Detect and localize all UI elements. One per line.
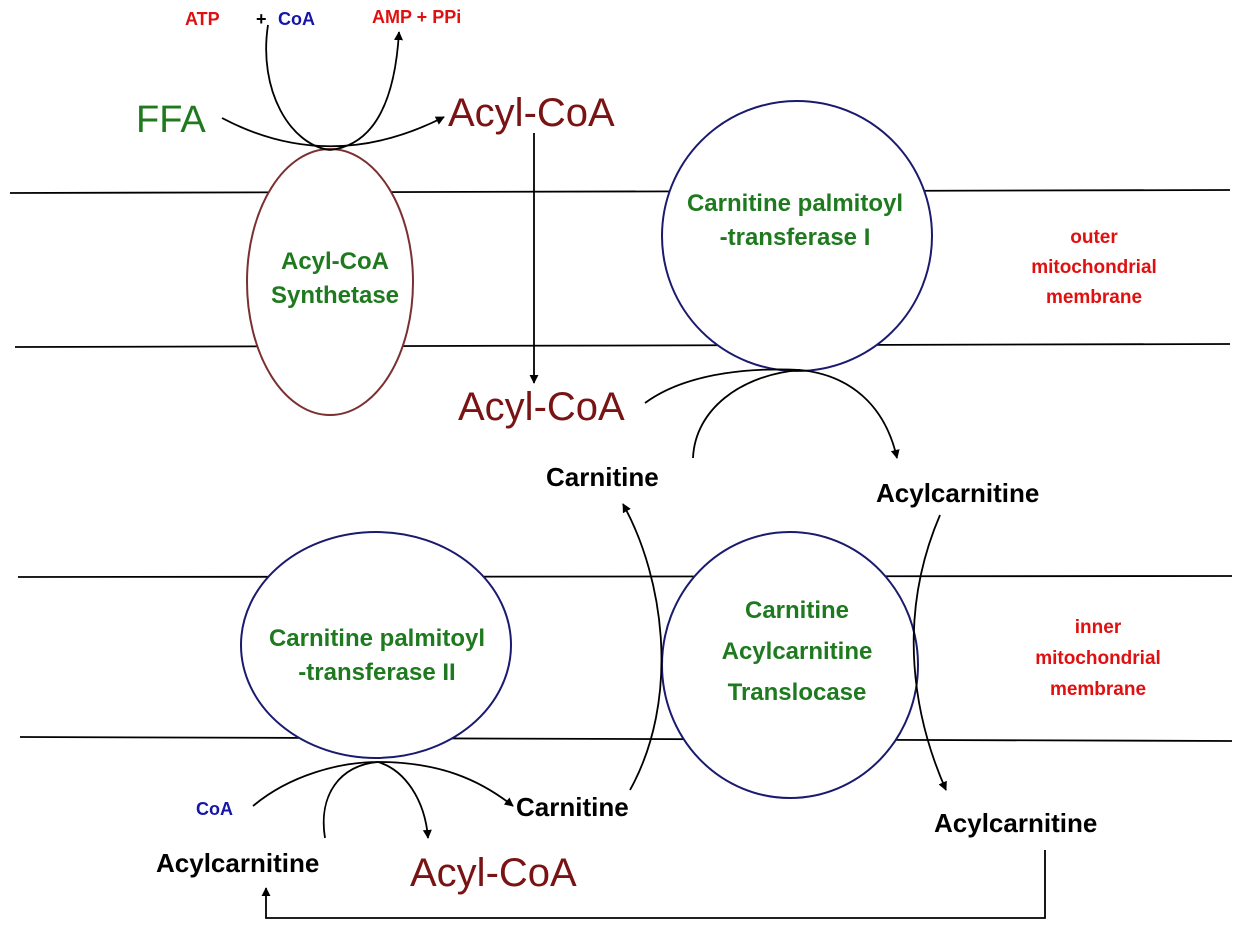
cpt1-reaction-arrows [644,368,900,459]
ffa-to-acyl-coa-arrow [221,116,445,148]
carnitine-label-intermembrane: Carnitine [546,462,659,492]
acylcarnitine-into-matrix-arrow [912,514,947,791]
cpt1-label-line-2: -transferase I [720,224,871,251]
cpt1-to-acylcarnitine-arrow [799,369,900,459]
plus-label: + [256,9,267,29]
acyl-coa-label-top: Acyl-CoA [448,91,615,135]
coa-label-matrix: CoA [196,799,233,819]
atp-label: ATP [185,9,220,29]
acylcarnitine-label-matrix-right: Acylcarnitine [934,808,1097,838]
acylcarnitine-label-matrix-left: Acylcarnitine [156,848,319,878]
inner-membrane-label-line-2: mitochondrial [1035,648,1161,669]
outer-membrane-label-line-1: outer [1070,227,1118,248]
carnitine-label-matrix: Carnitine [516,792,629,822]
coa-to-cpt2-curve [252,761,379,807]
ffa-label: FFA [136,99,206,141]
acyl-coa-synthetase-label: Acyl-CoA Synthetase [271,248,399,309]
inner-membrane [17,575,1233,742]
acyl-coa-to-cpt1-curve [644,368,801,404]
cpt2-to-carnitine-arrow [377,761,514,807]
acylcarnitine-to-cpt2-curve [322,761,379,839]
carnitine-to-cpt1-curve [692,369,801,459]
cpt1-label-line-1: Carnitine palmitoyl [687,190,903,217]
cpt1-label: Carnitine palmitoyl -transferase I [687,190,903,251]
inner-membrane-label: inner mitochondrial membrane [1035,617,1161,700]
translocase-label-line-2: Acylcarnitine [722,638,873,665]
translocase-ellipse [661,531,919,799]
cpt2-label-line-2: -transferase II [298,659,455,686]
acyl-coa-synthetase-ellipse [246,148,414,416]
inner-membrane-top-line [17,575,1233,578]
translocase-label-line-1: Carnitine [745,597,849,624]
cpt2-ellipse [240,531,512,759]
translocase-arrows [622,503,947,791]
acyl-coa-synthetase-label-line-2: Synthetase [271,282,399,309]
inner-membrane-bottom-line [19,736,1233,742]
amp-ppi-label: AMP + PPi [372,7,461,27]
outer-membrane-bottom-line [14,343,1231,348]
outer-membrane [9,189,1231,348]
carnitine-into-intermembrane-arrow [622,503,663,791]
atp-coa-input-curve [265,24,331,151]
synthetase-reaction-arrows [221,24,445,151]
outer-membrane-label-line-2: mitochondrial [1031,257,1157,278]
acylcarnitine-label-intermembrane: Acylcarnitine [876,478,1039,508]
acylcarnitine-return-arrow [261,850,1046,919]
amp-ppi-output-arrow [329,31,404,151]
acyl-coa-synthetase-label-line-1: Acyl-CoA [281,248,389,275]
translocase-label-line-3: Translocase [728,679,867,706]
coa-label-top: CoA [278,9,315,29]
outer-membrane-label-line-3: membrane [1046,287,1142,308]
inner-membrane-label-line-3: membrane [1050,679,1146,700]
cpt2-label-line-1: Carnitine palmitoyl [269,625,485,652]
inner-membrane-label-line-1: inner [1075,617,1122,638]
cpt2-to-acyl-coa-arrow [377,761,432,839]
cpt2-reaction-arrows [252,761,514,839]
acyl-coa-label-matrix: Acyl-CoA [410,851,577,895]
outer-membrane-top-line [9,189,1231,194]
outer-membrane-label: outer mitochondrial membrane [1031,227,1157,308]
acyl-coa-label-intermembrane: Acyl-CoA [458,385,625,429]
cpt2-label: Carnitine palmitoyl -transferase II [269,625,485,686]
